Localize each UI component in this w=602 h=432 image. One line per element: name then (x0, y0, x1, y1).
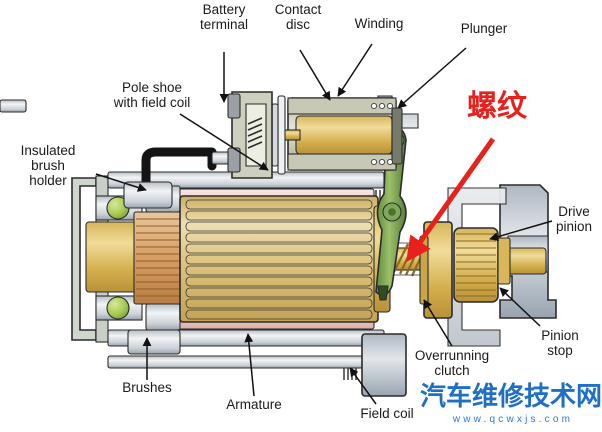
leader-plunger (397, 47, 467, 109)
label-field-coil: Field coil (360, 406, 413, 421)
clutch-support-bracket (361, 333, 407, 397)
battery-terminal-upper (0, 99, 27, 113)
label-line: brush (31, 158, 65, 173)
brush-bottom (145, 303, 181, 331)
label-line: Plunger (461, 21, 508, 36)
label-line: Pinion (541, 328, 579, 343)
label-line: Battery (203, 2, 246, 17)
label-line: Brushes (122, 380, 172, 395)
label-line: Armature (226, 397, 282, 412)
label-line: Pole shoe (122, 80, 182, 95)
label-line: stop (547, 343, 573, 358)
label-line: clutch (434, 363, 469, 378)
return-spring (247, 117, 263, 149)
solenoid-assembly (0, 91, 419, 179)
label-line: with field coil (113, 95, 191, 110)
contact-disc (277, 95, 286, 175)
leader-pole-shoe (179, 113, 269, 171)
winding-top (287, 97, 397, 115)
label-plunger: Plunger (461, 21, 508, 36)
label-winding: Winding (355, 16, 404, 31)
leader-drive-pinion (489, 220, 553, 242)
watermark-brand: 汽车维修技术网 (420, 381, 602, 412)
watermark: 汽车维修技术网 www.qcwxjs.com (420, 381, 602, 425)
leader-lines (95, 43, 553, 405)
label-line: Field coil (360, 406, 413, 421)
red-annotation-arrow (406, 137, 496, 263)
leader-winding (337, 43, 373, 97)
watermark-url: www.qcwxjs.com (452, 414, 573, 425)
plunger (391, 107, 403, 165)
leader-overrunning-clutch (423, 299, 453, 347)
label-line: Overrunning (415, 348, 489, 363)
label-line: terminal (200, 17, 248, 32)
label-line: pinion (556, 219, 592, 234)
label-line: holder (29, 173, 67, 188)
label-line: Drive (558, 204, 590, 219)
label-line: Winding (355, 16, 404, 31)
leader-contact-disc (299, 49, 331, 101)
label-armature: Armature (226, 397, 282, 412)
plunger-core (295, 115, 393, 155)
armature-core (179, 195, 391, 323)
pinion-stop-ring (497, 237, 511, 285)
leader-armature (244, 333, 255, 397)
label-brushes: Brushes (122, 380, 172, 395)
insulated-brush-holder-block (123, 181, 173, 209)
annotation-thread-text: 螺纹 (467, 89, 528, 124)
insulated-brush-holder-wire (141, 147, 217, 191)
drive-pinion-gear (453, 227, 547, 303)
leader-pinion-stop (499, 287, 541, 327)
brush-holder-block-bottom (127, 329, 181, 355)
label-line: Insulated (21, 143, 76, 158)
leader-field-coil (349, 367, 377, 405)
label-line: Contact (275, 2, 322, 17)
ball-bearing-bottom (106, 296, 130, 320)
label-line: disc (286, 17, 310, 32)
leader-insulated-brush (95, 173, 147, 192)
